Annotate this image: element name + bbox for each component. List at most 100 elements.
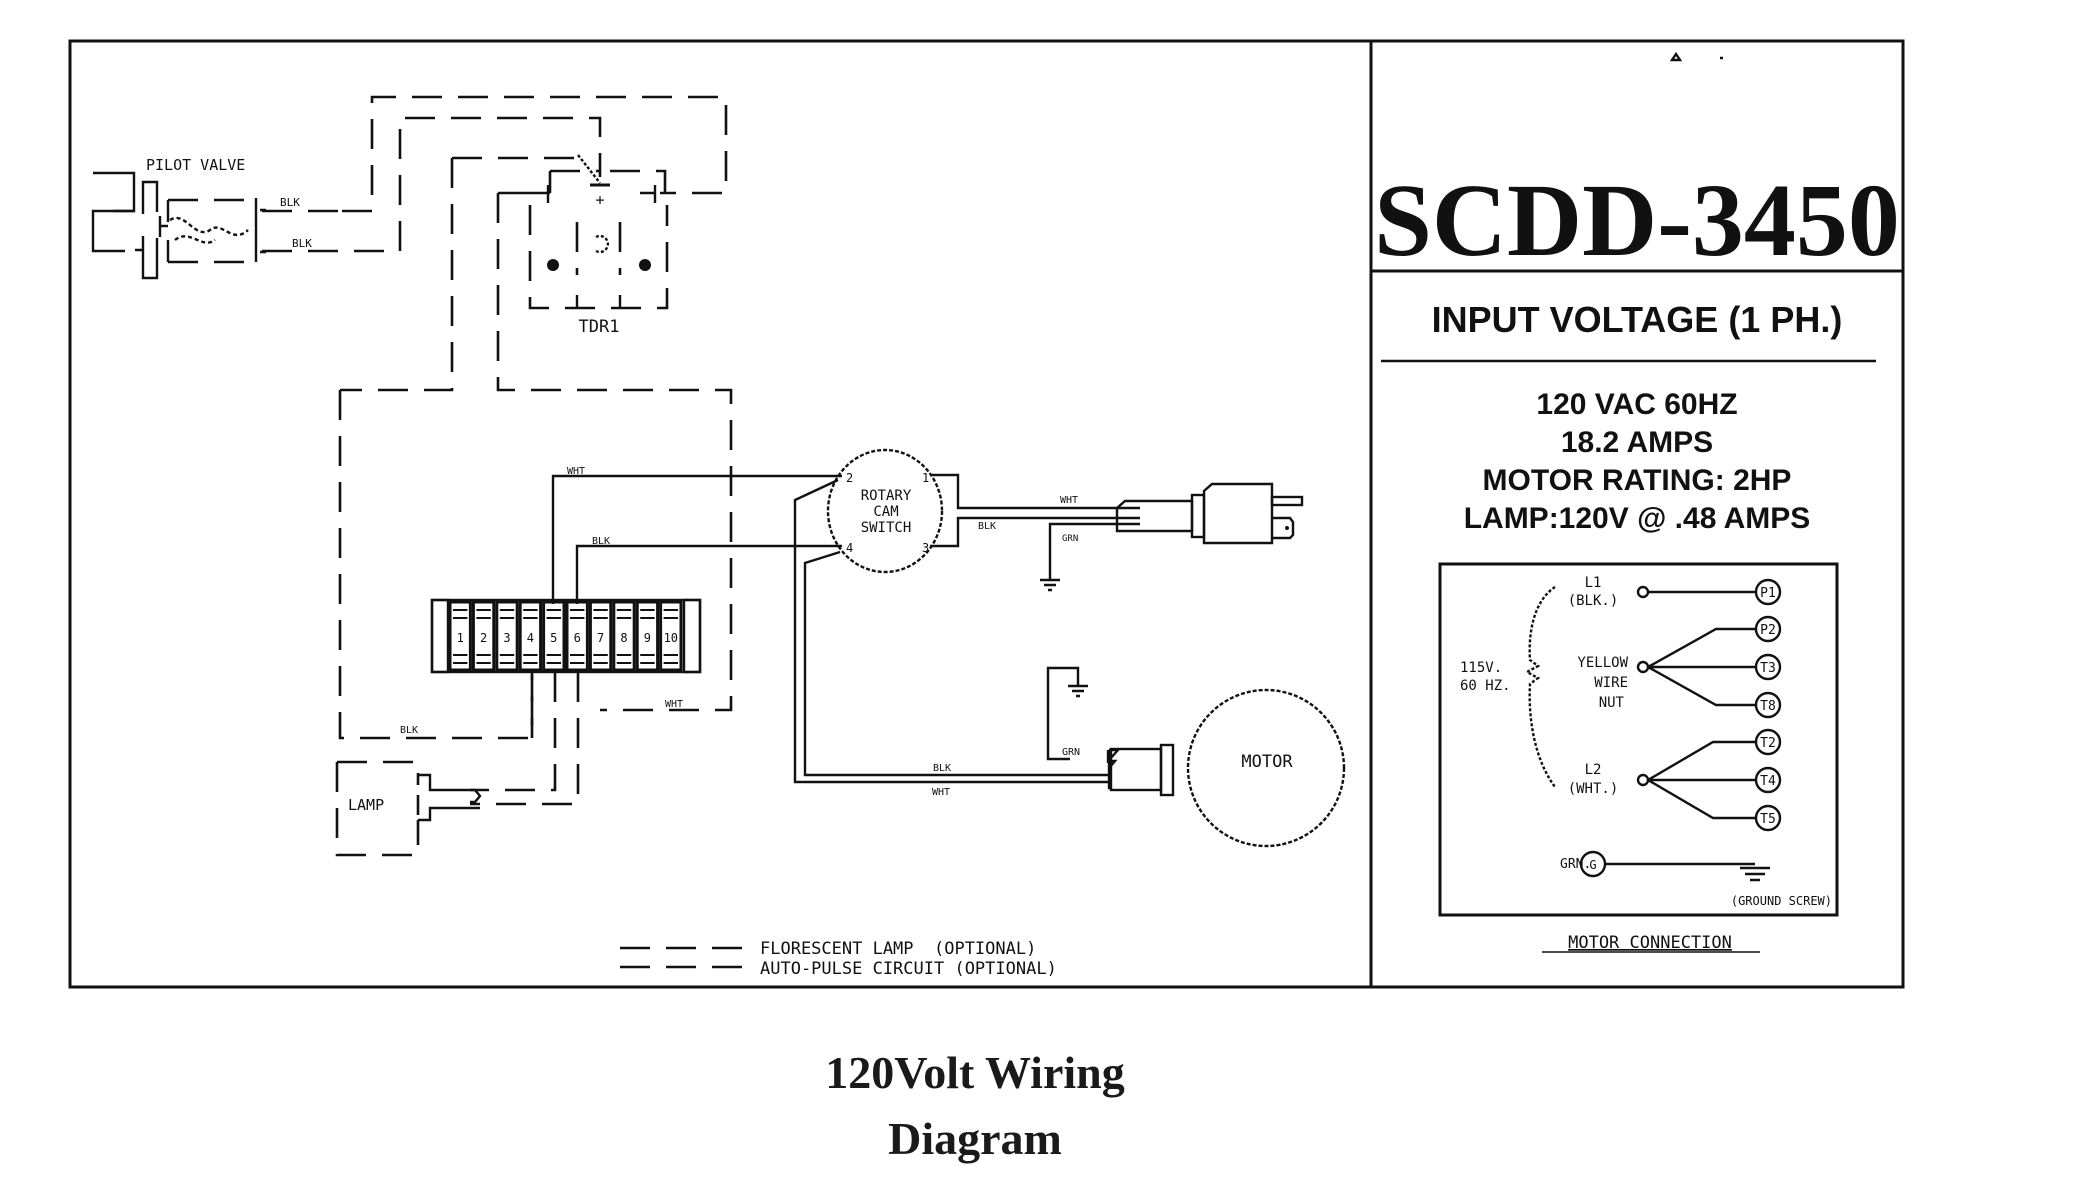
- spec-line-amps: 18.2 AMPS: [1561, 426, 1713, 459]
- terminal-block-cell-10: 10: [659, 600, 683, 672]
- terminal-block-cell-3: 3: [495, 600, 519, 672]
- motor: MOTOR GRN: [1046, 666, 1346, 848]
- svg-text:T5: T5: [1760, 812, 1776, 827]
- wire-switch-3-to-plug: [930, 516, 1140, 548]
- plug-ground-icon: [1040, 578, 1060, 592]
- diagram-caption-line-2: Diagram: [888, 1113, 1062, 1164]
- wire-wht-to-switch: [551, 474, 842, 604]
- terminal-block-cell-9: 9: [635, 600, 660, 672]
- lamp: LAMP: [335, 760, 482, 857]
- tdr1-label: TDR1: [579, 317, 620, 337]
- svg-text:P1: P1: [1760, 586, 1776, 601]
- tdr1-relay: + TDR1: [528, 154, 669, 337]
- ground-screw-label: (GROUND SCREW): [1731, 894, 1832, 908]
- block-wht-label: WHT: [665, 699, 683, 710]
- l1-label: L1: [1585, 575, 1602, 591]
- spec-line-voltage: 120 VAC 60HZ: [1536, 388, 1737, 421]
- terminal-t4: T4: [1754, 766, 1782, 794]
- supply-label-v: 115V.: [1460, 660, 1502, 676]
- spec-line-lamp: LAMP:120V @ .48 AMPS: [1464, 502, 1811, 535]
- legend-lamp-label: FLORESCENT LAMP (OPTIONAL): [760, 939, 1036, 959]
- motor-grn-label: GRN: [1062, 747, 1080, 758]
- ground-icon: [1740, 866, 1770, 882]
- terminal-block-cell-5: 5: [542, 600, 566, 672]
- diagram-caption-line-1: 120Volt Wiring: [825, 1047, 1125, 1098]
- tdr-feed-right: [496, 191, 733, 712]
- terminal-block-cell-7: 7: [588, 600, 613, 672]
- tdr1-contact-left: [547, 259, 559, 271]
- motor-connection-box: 115V. 60 HZ. L1 (BLK.) YELLOW WIRE NUT L…: [1438, 562, 1839, 917]
- svg-text:G: G: [1589, 858, 1596, 872]
- tdr1-contact-right: [639, 259, 651, 271]
- terminal-p2: P2: [1754, 615, 1782, 643]
- terminal-block-number: 5: [550, 631, 557, 645]
- terminal-p1: P1: [1754, 578, 1782, 606]
- terminal-block-number: 9: [644, 631, 651, 645]
- lamp-loop: [338, 390, 534, 740]
- pilot-wire-bottom-label: BLK: [292, 237, 312, 250]
- auto-pulse-wire-outer: [342, 95, 728, 213]
- terminal-block-number: 6: [574, 631, 581, 645]
- terminal-t2: T2: [1754, 728, 1782, 756]
- power-plug: [1115, 482, 1304, 545]
- spec-line-motor: MOTOR RATING: 2HP: [1483, 464, 1792, 497]
- tdr-feed-left: [340, 156, 580, 392]
- motor-label: MOTOR: [1241, 752, 1293, 772]
- terminal-block-cell-8: 8: [612, 600, 636, 672]
- terminal-block-number: 10: [664, 631, 678, 645]
- auto-pulse-wire-inner: [398, 116, 602, 251]
- svg-text:T8: T8: [1760, 699, 1776, 714]
- terminal-block-number: 3: [503, 631, 510, 645]
- wire-block-5-down: [470, 672, 557, 792]
- legend-pulse-label: AUTO-PULSE CIRCUIT (OPTIONAL): [760, 959, 1057, 979]
- terminal-block-cell-6: 6: [565, 600, 589, 672]
- switch-terminal-4: 4: [846, 541, 853, 555]
- svg-text:P2: P2: [1760, 623, 1776, 638]
- wire-switch-1-to-plug: [930, 473, 1140, 510]
- wire-blk-label: BLK: [592, 536, 610, 547]
- scan-mark: [1669, 51, 1723, 62]
- switch-terminal-1: 1: [922, 471, 929, 485]
- terminal-t3: T3: [1754, 653, 1782, 681]
- tdr1-plus: +: [595, 191, 604, 209]
- wire-switch-to-motor-blk: [803, 550, 1110, 777]
- l2-label: L2: [1585, 762, 1602, 778]
- supply-brace: [1524, 585, 1556, 788]
- switch-terminal-3: 3: [922, 541, 929, 555]
- switch-label-1: ROTARY: [861, 488, 912, 504]
- plug-grn-label: GRN: [1062, 534, 1078, 544]
- terminal-block-cell-2: 2: [471, 600, 496, 672]
- pilot-wire-top-label: BLK: [280, 196, 300, 209]
- terminal-t5: T5: [1754, 804, 1782, 832]
- l1-color: (BLK.): [1568, 593, 1619, 609]
- terminal-t8: T8: [1754, 691, 1782, 719]
- nut-label-3: NUT: [1599, 695, 1625, 711]
- terminal-block-number: 4: [527, 631, 534, 645]
- plug-wht-label: WHT: [1060, 495, 1078, 506]
- terminal-block-number: 1: [457, 631, 464, 645]
- plug-blk-label: BLK: [978, 521, 996, 532]
- terminal-block-number: 8: [620, 631, 627, 645]
- switch-label-3: SWITCH: [861, 520, 912, 536]
- motor-connection-title: MOTOR CONNECTION: [1568, 933, 1732, 953]
- legend: FLORESCENT LAMP (OPTIONAL) AUTO-PULSE CI…: [620, 939, 1057, 979]
- terminal-block-number: 2: [480, 631, 487, 645]
- svg-text:T3: T3: [1760, 661, 1776, 676]
- wire-wht-label: WHT: [567, 466, 585, 477]
- wire-plug-grn: [1048, 522, 1140, 580]
- rotary-cam-switch: ROTARY CAM SWITCH 2 1 4 3: [826, 448, 944, 574]
- ground-label: GRN.: [1560, 857, 1591, 872]
- svg-text:T4: T4: [1760, 774, 1776, 789]
- motor-wht-label: WHT: [932, 787, 950, 798]
- wire-blk-to-switch: [575, 544, 842, 604]
- lamp-loop-label: BLK: [400, 725, 418, 736]
- switch-label-2: CAM: [873, 504, 898, 520]
- l2-color: (WHT.): [1568, 781, 1619, 797]
- lamp-label: LAMP: [348, 796, 384, 814]
- motor-ground-icon: [1068, 684, 1088, 698]
- nut-label-1: YELLOW: [1577, 655, 1628, 671]
- pilot-valve: PILOT VALVE BLK BLK: [91, 156, 400, 280]
- model-number: SCDD-3450: [1374, 163, 1900, 278]
